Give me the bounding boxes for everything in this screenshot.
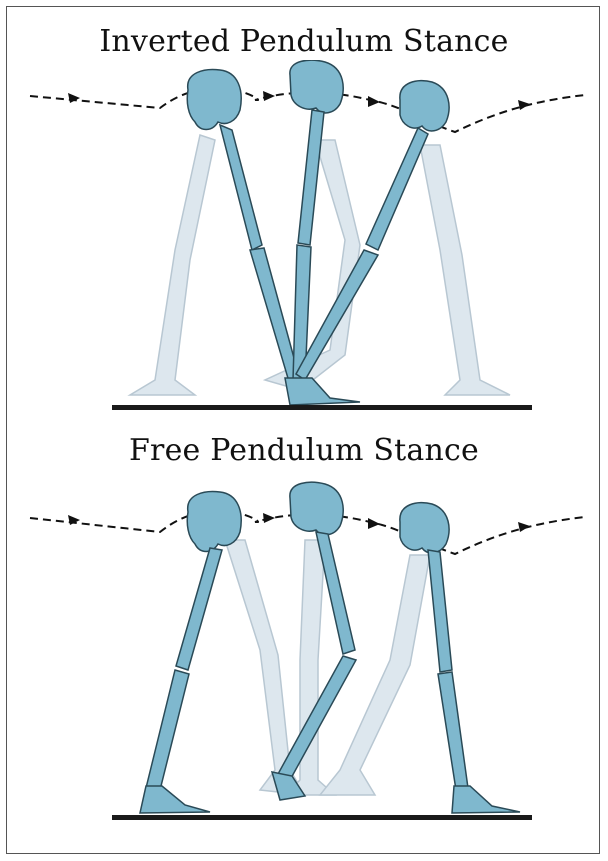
ghost-legs <box>223 539 431 796</box>
femur-left <box>175 547 223 671</box>
arrow-head <box>518 522 530 532</box>
tibia-right <box>437 671 469 791</box>
arrow-head <box>263 513 275 523</box>
foot-middle <box>270 771 307 801</box>
pelvis-middle <box>289 60 344 114</box>
arrow-head <box>518 100 530 110</box>
ground-line <box>112 815 532 820</box>
femur-right <box>365 126 429 252</box>
stance-legs <box>139 481 521 814</box>
arrow-head <box>368 96 380 107</box>
femur-right <box>427 549 453 673</box>
arrow-head <box>263 91 275 101</box>
femur-middle <box>315 531 356 655</box>
panel-title-inverted: Inverted Pendulum Stance <box>99 24 509 59</box>
ghost-leg-left <box>127 134 216 396</box>
inverted-pendulum-panel <box>29 60 586 410</box>
ghost-leg-right <box>318 554 431 796</box>
stance-legs <box>186 60 450 406</box>
pelvis-middle <box>289 481 344 536</box>
pelvis-right <box>399 501 450 554</box>
femur-left <box>218 123 263 252</box>
arrow-head <box>68 515 80 525</box>
pelvis-left <box>186 490 242 553</box>
pelvis-left <box>186 68 242 131</box>
tibia-left <box>145 669 190 791</box>
shared-foot <box>284 377 361 406</box>
tibia-left <box>249 247 301 387</box>
foot-right <box>451 785 521 814</box>
arrow-head <box>368 518 380 529</box>
free-pendulum-panel <box>29 481 586 820</box>
femur-middle <box>297 109 325 246</box>
foot-left <box>139 785 211 814</box>
arrow-head <box>68 93 80 103</box>
panel-title-free: Free Pendulum Stance <box>129 433 479 468</box>
ground-line <box>112 405 532 410</box>
path-arrows <box>68 91 530 110</box>
ghost-leg-right <box>419 144 511 396</box>
pelvis-right <box>399 79 450 132</box>
path-arrows <box>68 513 530 532</box>
ghost-legs <box>127 134 511 396</box>
